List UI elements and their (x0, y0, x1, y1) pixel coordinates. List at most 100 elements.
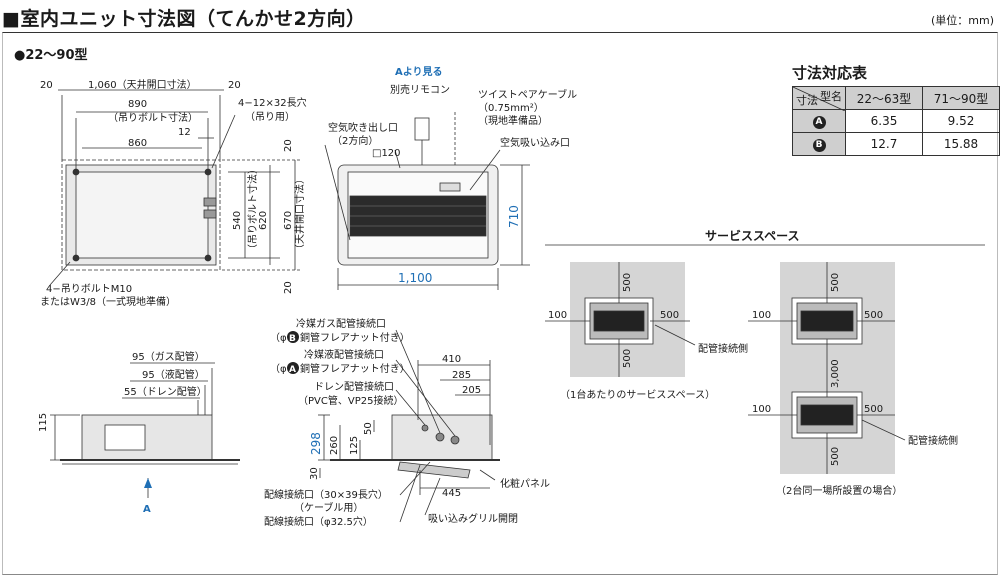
s2-dim-gap: 3,000 (830, 359, 841, 388)
wiring-hole-label: 配線接続口（φ32.5穴） (264, 515, 373, 528)
slot-note: 4−12×32長穴 (238, 96, 307, 109)
bolt-note-1: 4−吊りボルトM10 (46, 283, 132, 295)
table-cell: 12.7 (845, 132, 923, 156)
ceiling-opening-outline (61, 159, 221, 271)
side-dim-liquid: 95（液配管） (142, 368, 205, 381)
pipe-dim-260: 260 (329, 436, 340, 455)
badge-a: A (812, 116, 826, 129)
view-arrow (144, 478, 152, 488)
liquid-conn-phi: （φ (270, 363, 287, 375)
top-dim-12: 12 (178, 127, 191, 138)
pipe-dim-445: 445 (442, 488, 461, 499)
table-cell: 6.35 (845, 109, 923, 133)
top-dim-670-note: （天井開口寸法） (293, 174, 306, 254)
remote-label: 別売リモコン (390, 83, 450, 96)
unit-side-body (81, 414, 213, 461)
side-dim-gas: 95（ガス配管） (132, 350, 205, 363)
s2-dim-top: 500 (830, 273, 841, 292)
remote-controller (414, 117, 430, 141)
cable-label: ツイストペアケーブル (478, 88, 577, 101)
top-dim-20-right: 20 (228, 80, 241, 91)
s1-dim-right: 500 (660, 310, 679, 321)
pipe-dim-50: 50 (363, 422, 374, 435)
badge-b: B (812, 139, 826, 152)
dim-table-header-1: 22〜63型 (845, 86, 923, 110)
cable-spec: （0.75mm²） (478, 102, 544, 114)
top-dim-890-note: （吊りボルト寸法） (108, 111, 198, 124)
gas-conn-note: 銅管フレアナット付き） (300, 331, 410, 344)
wiring-slot-label: 配線接続口（30×39長穴） (264, 488, 388, 501)
pipe-dim-285: 285 (452, 370, 471, 381)
top-dim-20-top: 20 (283, 139, 294, 152)
corner-top: 型名 (820, 90, 842, 103)
sq-120-label: □120 (372, 148, 401, 159)
intake-label: 空気吸い込み口 (500, 136, 570, 149)
s2-dim-right-2: 500 (864, 404, 883, 415)
dim-table-corner: 型名 寸法 (792, 86, 846, 111)
dim-table-header-2: 71〜90型 (922, 86, 1000, 110)
table-row: B 12.7 15.88 (792, 132, 1000, 156)
service-title: サービススペース (705, 228, 800, 243)
top-dim-540-note: （吊りボルト寸法） (246, 164, 259, 254)
side-dim-drain: 55（ドレン配管） (124, 385, 207, 398)
gas-conn-label: 冷媒ガス配管接続口 (296, 317, 386, 330)
corner-bottom: 寸法 (796, 94, 818, 107)
gas-badge: B (289, 334, 296, 344)
top-dim-620: 620 (258, 211, 269, 230)
liquid-conn-label: 冷媒液配管接続口 (304, 348, 384, 361)
view-arrow-label: A (143, 504, 151, 515)
top-dim-540: 540 (232, 211, 243, 230)
liquid-conn-note: 銅管フレアナット付き） (300, 362, 410, 375)
unit-label: (単位：mm) (930, 14, 994, 27)
s2-dim-right-1: 500 (864, 310, 883, 321)
pipe-dim-298: 298 (309, 432, 323, 455)
dim-table: 型名 寸法 22〜63型 71〜90型 A 6.35 9.52 B 12.7 1… (792, 86, 1000, 156)
pipe-dim-410: 410 (442, 354, 461, 365)
unit-panel-top (75, 171, 209, 259)
table-row: A 6.35 9.52 (792, 109, 1000, 133)
table-cell: 9.52 (922, 109, 1000, 133)
s2-caption: （2台同一場所設置の場合） (776, 484, 902, 497)
cable-note: （現地準備品） (478, 114, 548, 127)
outlet-note: （2方向） (332, 134, 378, 147)
double-wall-hatch (780, 262, 895, 474)
front-dim-1100: 1,100 (398, 271, 432, 285)
pipe-dim-125: 125 (349, 436, 360, 455)
top-dim-890: 890 (128, 99, 147, 110)
page-title: ■室内ユニット寸法図（てんかせ2方向） (2, 8, 366, 30)
top-dim-20-left: 20 (40, 80, 53, 91)
front-dim-710: 710 (507, 205, 521, 228)
s2-dim-bottom: 500 (830, 447, 841, 466)
slot-note-2: （吊り用） (245, 111, 295, 123)
top-dim-20-bottom: 20 (283, 281, 294, 294)
s1-caption: （1台あたりのサービススペース） (560, 388, 715, 401)
outlet-label: 空気吹き出し口 (328, 121, 398, 134)
top-dim-1060: 1,060（天井開口寸法） (88, 78, 197, 91)
wiring-slot-note: （ケーブル用） (294, 501, 363, 514)
row-badge-cell: B (792, 132, 846, 156)
table-cell: 15.88 (922, 132, 1000, 156)
top-dim-670: 670 (283, 211, 294, 230)
drawing-frame (2, 32, 998, 575)
view-a-label: Aより見る (395, 66, 443, 78)
row-badge-cell: A (792, 109, 846, 133)
s1-dim-bottom: 500 (622, 349, 633, 368)
pipe-dim-205: 205 (462, 385, 481, 396)
top-dim-860: 860 (128, 138, 147, 149)
dim-table-title: 寸法対応表 (792, 64, 868, 82)
s2-dim-left-2: 100 (752, 404, 771, 415)
badge-b-icon (287, 331, 299, 343)
liquid-badge: A (289, 365, 296, 375)
grille-label: 吸い込みグリル開閉 (428, 512, 518, 525)
drain-conn-note: （PVC管、VP25接続） (298, 394, 403, 407)
s2-side-label: 配管接続側 (908, 434, 958, 447)
badge-a-icon (287, 362, 299, 374)
side-dim-115: 115 (38, 413, 49, 432)
s1-dim-top: 500 (622, 273, 633, 292)
s1-dim-left: 100 (548, 310, 567, 321)
bolt-note-2: またはW3/8（一式現地準備） (40, 295, 176, 308)
s2-dim-left-1: 100 (752, 310, 771, 321)
drain-conn-label: ドレン配管接続口 (314, 380, 394, 393)
